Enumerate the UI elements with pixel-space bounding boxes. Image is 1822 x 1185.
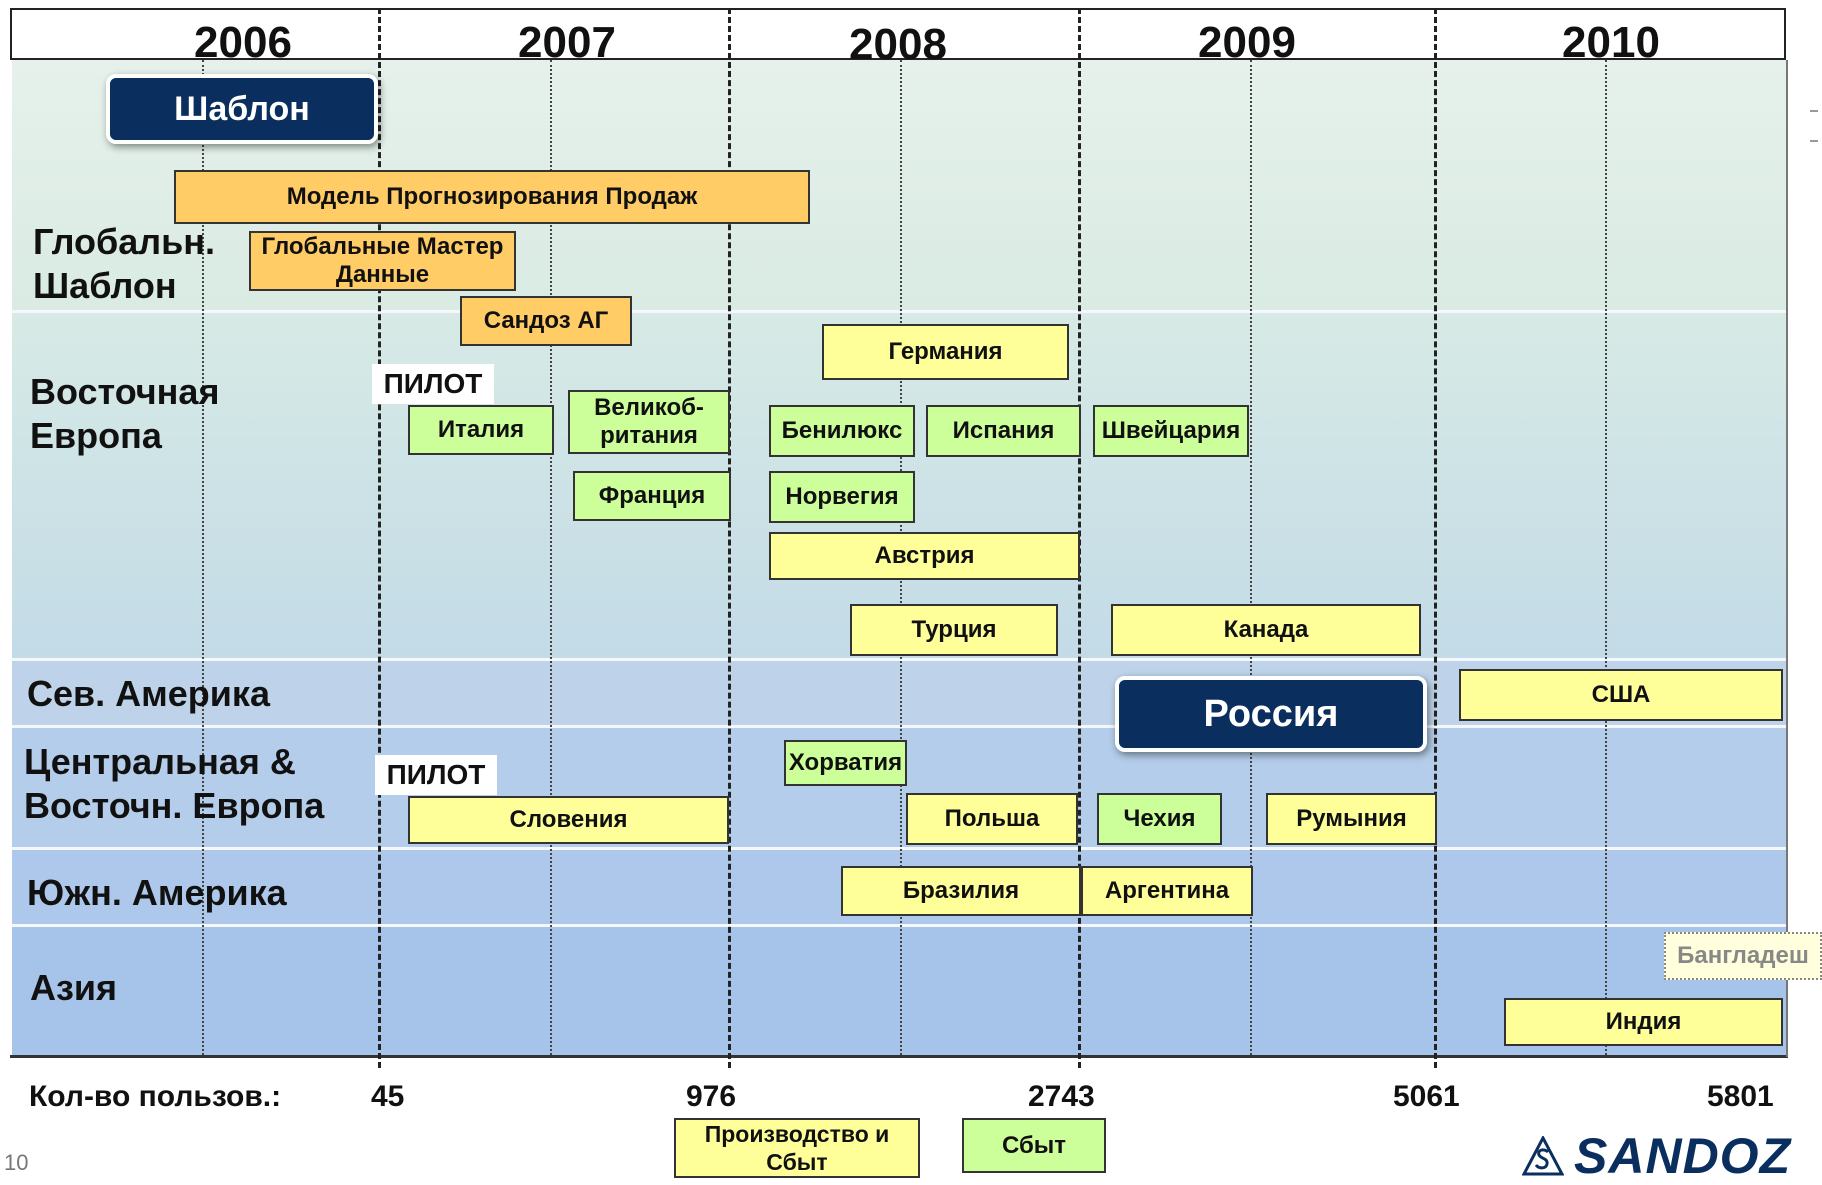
page-number: 10 [4, 1150, 29, 1175]
pilot-label: ПИЛОТ [375, 755, 497, 795]
users-count-value: 5801 [1707, 1080, 1774, 1113]
users-count-value: 5061 [1393, 1080, 1460, 1113]
year-label: 2009 [1198, 18, 1296, 67]
project-sales-forecast-model: Модель Прогнозирования Продаж [174, 170, 810, 224]
year-label: 2007 [518, 18, 616, 67]
timeline-bottom-border [10, 1055, 1788, 1058]
edge-mark [1810, 110, 1818, 112]
project-germany: Германия [822, 324, 1069, 380]
legend-production-and-sales: Производство и Сбыт [674, 1118, 920, 1178]
row-label-western-europe: Восточная Европа [30, 371, 220, 456]
band-separator [12, 924, 1786, 927]
project-france: Франция [573, 471, 731, 521]
project-austria: Австрия [769, 532, 1080, 580]
project-turkey: Турция [850, 604, 1058, 656]
mid-year-line [1605, 60, 1607, 1055]
row-label-south-america: Южн. Америка [27, 872, 287, 913]
project-bangladesh: Бангладеш [1664, 932, 1822, 980]
template-badge: Шаблон [106, 74, 378, 144]
sandoz-logo-mark [1522, 1136, 1564, 1176]
band-separator [12, 847, 1786, 850]
project-norway: Норвегия [769, 471, 915, 523]
project-italy: Италия [408, 405, 554, 455]
project-switzerland: Швейцария [1093, 405, 1249, 457]
project-sandoz-ag: Сандоз АГ [460, 296, 632, 346]
mid-year-line [202, 60, 204, 1055]
project-global-master-data: Глобальные Мастер Данные [249, 231, 516, 291]
project-argentina: Аргентина [1081, 866, 1253, 916]
band-asia [12, 927, 1786, 1055]
timeline-right-border [1786, 60, 1788, 1057]
russia-badge: Россия [1115, 676, 1427, 752]
mid-year-line [1250, 60, 1252, 1055]
users-count-value: 45 [371, 1080, 405, 1113]
year-boundary-line [1434, 8, 1437, 1068]
project-czech: Чехия [1097, 793, 1222, 845]
edge-mark [1810, 140, 1818, 142]
mid-year-line [550, 60, 552, 1055]
year-header: 2006 2007 2008 2009 2010 [10, 8, 1786, 69]
year-boundary-line [728, 8, 731, 1068]
band-separator [12, 310, 1786, 313]
legend-sales: Сбыт [962, 1118, 1106, 1173]
pilot-label: ПИЛОТ [372, 364, 494, 404]
project-usa: США [1459, 669, 1783, 721]
project-uk: Великоб- ритания [568, 390, 730, 454]
users-count-label: Кол-во пользов.: [29, 1080, 282, 1113]
year-label: 2006 [194, 18, 292, 67]
project-slovenia: Словения [408, 796, 729, 844]
users-count-value: 2743 [1028, 1080, 1095, 1113]
project-brazil: Бразилия [841, 866, 1081, 916]
sandoz-logo: SANDOZ [1522, 1127, 1791, 1185]
project-spain: Испания [926, 405, 1081, 457]
row-label-asia: Азия [30, 967, 118, 1008]
band-separator [12, 725, 1786, 728]
sandoz-logo-text: SANDOZ [1574, 1128, 1792, 1184]
project-romania: Румыния [1266, 793, 1437, 845]
users-count-value: 976 [686, 1080, 737, 1113]
row-label-global: Глобальн. Шаблон [33, 221, 216, 306]
year-label: 2008 [849, 20, 947, 69]
project-india: Индия [1504, 998, 1783, 1046]
band-separator [12, 658, 1786, 661]
row-label-north-america: Сев. Америка [27, 673, 270, 714]
project-croatia: Хорватия [784, 740, 907, 786]
project-poland: Польша [906, 793, 1078, 845]
row-label-cee: Центральная & Восточн. Европа [24, 741, 325, 826]
project-benelux: Бенилюкс [769, 405, 915, 457]
project-canada: Канада [1111, 604, 1421, 656]
year-boundary-line [378, 8, 381, 1068]
year-label: 2010 [1562, 18, 1660, 67]
